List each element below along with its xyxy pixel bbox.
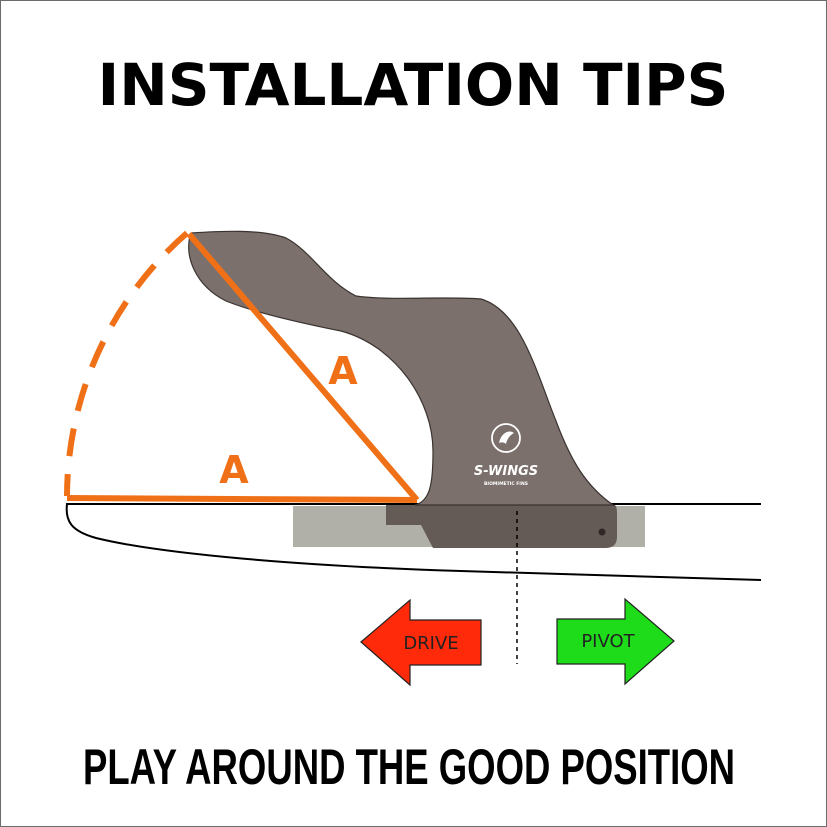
board-bottom-curve [65, 503, 762, 581]
fin-screw [598, 528, 606, 536]
label-a-horizontal: A [219, 448, 249, 492]
arrow-left-icon [360, 598, 482, 687]
footer-caption: PLAY AROUND THE GOOD POSITION [83, 739, 735, 795]
page-title: INSTALLATION TIPS [98, 51, 729, 119]
fin-base [386, 505, 617, 548]
arrow-right-icon [556, 597, 675, 686]
drive-label: DRIVE [403, 633, 458, 654]
pivot-label: PIVOT [581, 631, 635, 652]
drive-arrow: DRIVE [360, 598, 482, 687]
pivot-arrow: PIVOT [556, 597, 675, 686]
diagonal-side-a [186, 232, 420, 502]
arc-dashed [64, 230, 189, 497]
brand-logo-icon [491, 423, 521, 453]
angle-construction [64, 230, 420, 503]
bird-icon [499, 431, 514, 444]
brand-tagline: BIOMIMETIC FINS [484, 481, 528, 487]
brand-name: S-WINGS [474, 464, 538, 479]
fin-body [188, 230, 615, 506]
horizontal-side-a [66, 495, 418, 503]
brand-logo: S-WINGS BIOMIMETIC FINS [474, 423, 538, 487]
label-a-diagonal: A [328, 349, 358, 393]
